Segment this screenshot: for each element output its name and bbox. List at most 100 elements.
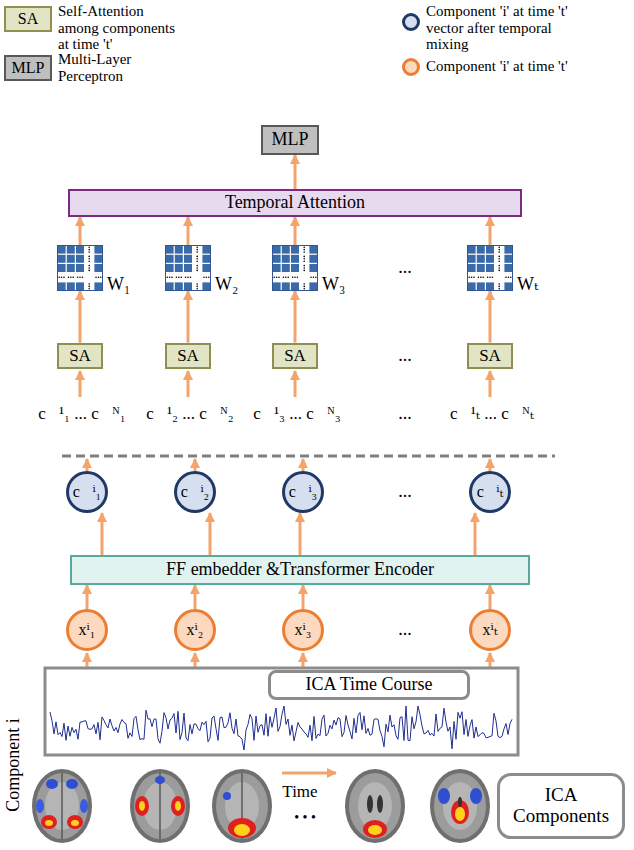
matrix-cell — [94, 246, 102, 254]
ellipsis-dot — [88, 283, 90, 285]
ellipsis-dot — [190, 276, 192, 278]
arrow — [79, 371, 82, 397]
flow-arrow — [489, 291, 492, 343]
matrix-cell — [504, 264, 512, 272]
matrix-cell — [282, 282, 290, 290]
mixed-vector-circle: c⃗ⁱ₁ — [66, 471, 108, 513]
flow-arrow — [101, 513, 104, 555]
matrix-cell — [273, 282, 281, 290]
matrix-cell — [58, 282, 66, 290]
ellipsis-dot — [88, 258, 90, 260]
arrow — [194, 459, 197, 471]
ellipsis-dot — [88, 288, 90, 290]
matrix-cell — [291, 282, 299, 290]
matrix-grid — [57, 245, 103, 291]
temporal-attention-bar: Temporal Attention — [68, 189, 522, 217]
component-circle: xⁱ₁ — [66, 609, 108, 651]
ellipsis-dot — [88, 267, 90, 269]
ellipsis-dot — [178, 276, 180, 278]
arrow — [294, 371, 297, 397]
ellipsis-dot — [303, 256, 305, 258]
ellipsis-dot — [487, 276, 489, 278]
arrow — [194, 653, 197, 667]
matrix-cell — [94, 255, 102, 263]
ellipsis-dot — [88, 286, 90, 288]
ellipsis-dot — [100, 276, 102, 278]
ellipsis-dot — [303, 265, 305, 267]
flow-arrow — [79, 217, 82, 245]
ellipsis-dot — [303, 258, 305, 260]
matrix-cell — [291, 246, 299, 254]
brain-slice — [32, 769, 92, 843]
ellipsis-dot — [196, 265, 198, 267]
self-attention-box: SA — [467, 343, 513, 370]
matrix-cell — [94, 282, 102, 290]
ellipsis-dot — [196, 286, 198, 288]
ellipsis-dot — [77, 276, 79, 278]
component-circle: xⁱ₂ — [174, 609, 216, 651]
matrix-cell — [504, 246, 512, 254]
flow-arrow — [294, 155, 297, 189]
self-attention-box: SA — [272, 343, 318, 370]
weight-matrix: Wₜ — [467, 245, 513, 291]
ellipsis-dot — [88, 260, 90, 262]
node-text: SA — [69, 347, 91, 366]
arrow — [489, 653, 492, 667]
node-text: xⁱ₃ — [295, 621, 312, 639]
matrix-cell — [175, 255, 183, 263]
matrix-cell — [67, 246, 75, 254]
weight-matrix: W₁ — [57, 245, 103, 291]
matrix-cell — [184, 264, 192, 272]
node-text: xⁱ₁ — [79, 621, 96, 639]
ellipsis-dot — [61, 276, 63, 278]
matrix-cell — [309, 255, 317, 263]
ellipsis-dot — [303, 283, 305, 285]
matrix-grid — [165, 245, 211, 291]
ellipsis-dot — [79, 276, 81, 278]
ellipsis-dot — [196, 251, 198, 253]
component-vectors: c⃗¹₂ ... c⃗ᴺ₂ — [146, 405, 234, 424]
time-course-tag: ICA Time Course — [268, 670, 470, 700]
arrow — [302, 653, 305, 667]
legend-text: Component 'i' at time 't' vector after t… — [426, 3, 596, 53]
matrix-outline — [58, 246, 103, 291]
ellipsis-dot — [70, 276, 72, 278]
components-tag: ICA Components — [497, 773, 625, 839]
matrix-cell — [468, 246, 476, 254]
matrix-grid — [467, 245, 513, 291]
arrow — [489, 459, 492, 471]
ellipsis-dot — [498, 260, 500, 262]
node-text: SA — [479, 347, 501, 366]
ellipsis-dot — [196, 288, 198, 290]
node-text: SA — [284, 347, 306, 366]
ellipsis-dot — [283, 276, 285, 278]
component-vectors: c⃗¹₁ ... c⃗ᴺ₁ — [38, 405, 126, 424]
matrix-cell — [76, 264, 84, 272]
ellipsis-dot — [98, 276, 100, 278]
matrix-cell — [202, 255, 210, 263]
ellipsis-dot — [176, 276, 178, 278]
ellipsis-dot — [58, 276, 60, 278]
legend-text: Component 'i' at time 't' — [426, 58, 616, 75]
flow-arrow — [187, 217, 190, 245]
ellipsis-dot — [196, 267, 198, 269]
mixed-vector-circle: c⃗ⁱ₂ — [174, 471, 216, 513]
ellipsis-dot — [88, 256, 90, 258]
matrix-cell — [273, 255, 281, 263]
ellipsis-dot — [303, 249, 305, 251]
matrix-cell — [504, 255, 512, 263]
ellipsis-dot — [88, 270, 90, 272]
matrix-cell — [291, 264, 299, 272]
arrow — [86, 653, 89, 667]
ellipsis-dot — [196, 249, 198, 251]
ellipsis-dot — [287, 276, 289, 278]
matrix-cell — [175, 246, 183, 254]
legend-symbol-text: SA — [18, 10, 38, 28]
ellipsis-dot — [88, 265, 90, 267]
matrix-cell — [468, 255, 476, 263]
node-text: c⃗ⁱ₂ — [181, 483, 209, 501]
ellipsis-dot — [171, 276, 173, 278]
node-text: ICA Time Course — [305, 675, 432, 695]
matrix-cell — [468, 282, 476, 290]
self-attention-box: SA — [57, 343, 103, 370]
